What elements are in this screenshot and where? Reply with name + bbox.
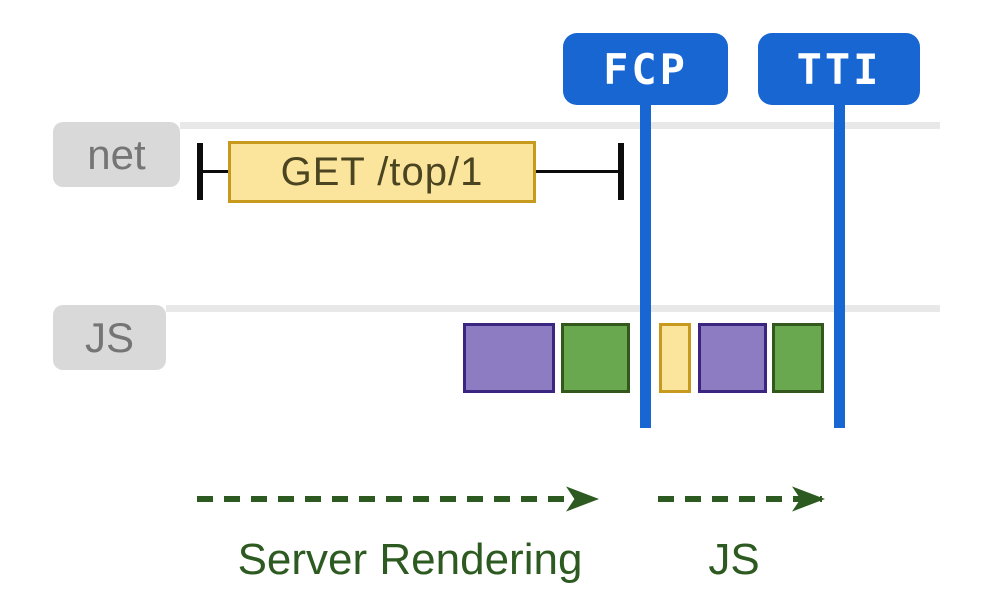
phase-arrows [197,486,825,512]
server-rendering-phase-label: Server Rendering [160,534,660,586]
network-request-label: GET /top/1 [280,149,484,194]
js-task-block-yellow [659,323,691,393]
js-row-label-text: JS [84,313,134,361]
tti-badge-label: TTI [796,44,882,94]
fcp-marker-line [640,105,651,428]
net-timeline-track [180,122,940,129]
fcp-badge: FCP [563,33,728,105]
network-request-box: GET /top/1 [228,141,536,203]
request-right-connector [534,170,620,173]
js-phase-label-text: JS [708,535,760,584]
request-end-tick [618,143,624,200]
server-rendering-phase-label-text: Server Rendering [237,535,583,584]
tti-badge: TTI [758,33,920,105]
request-left-connector [200,170,230,173]
js-task-block-green [561,323,630,393]
js-task-block-green [772,323,824,393]
js-timeline-track [166,305,940,312]
js-task-block-purple [698,323,767,393]
js-row-label: JS [53,305,166,370]
net-row-label-text: net [87,130,146,178]
tti-marker-line [834,105,845,428]
js-phase-label: JS [634,534,834,586]
net-row-label: net [53,122,180,187]
fcp-badge-label: FCP [603,44,688,94]
js-task-block-purple [463,323,555,393]
